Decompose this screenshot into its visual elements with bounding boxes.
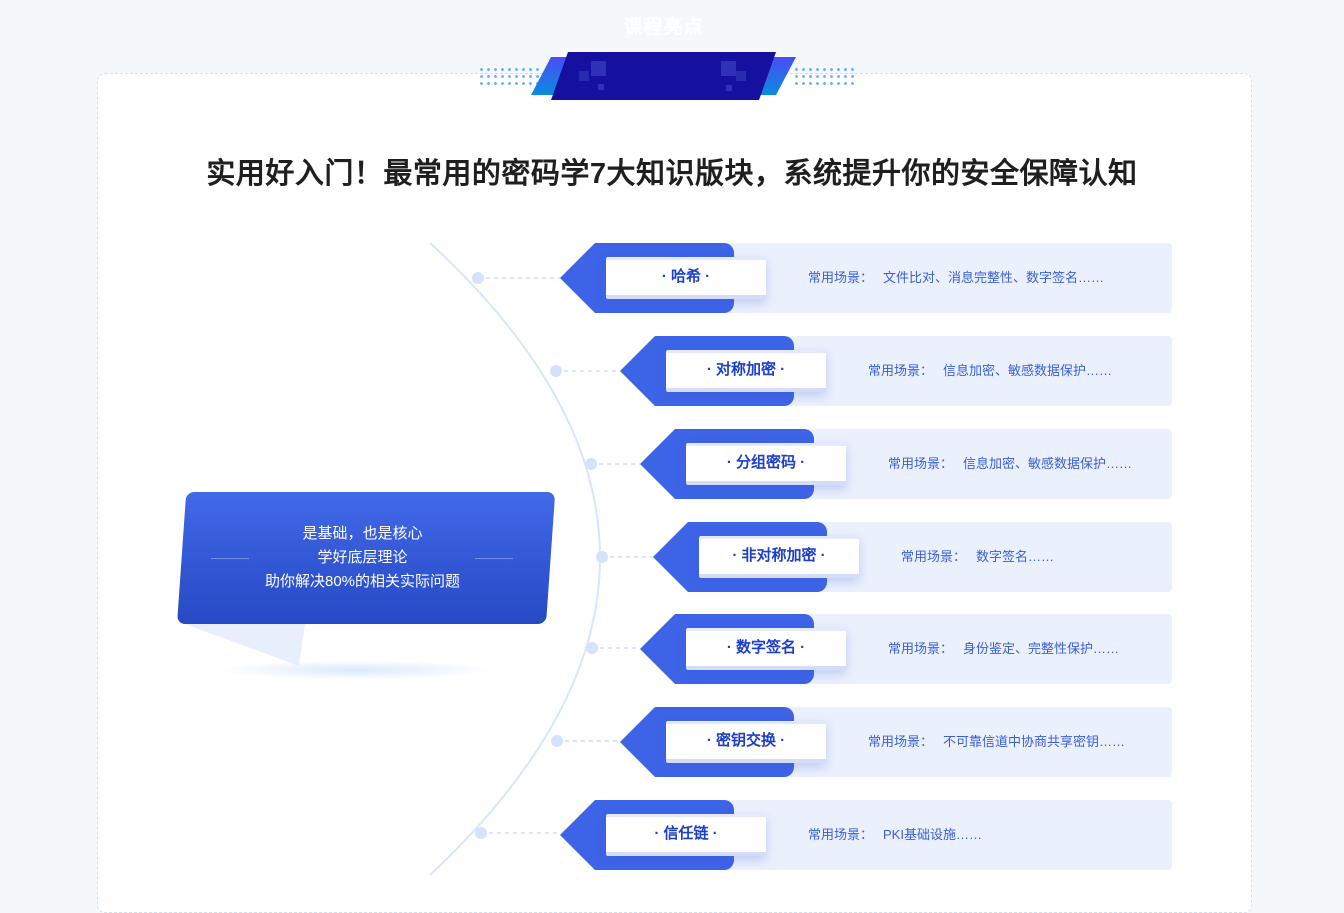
scene-label: 常用场景： bbox=[808, 270, 874, 285]
topic-label: · 信任链 · bbox=[606, 814, 766, 856]
scene-label: 常用场景： bbox=[868, 734, 934, 749]
decor-dots-left bbox=[478, 66, 540, 88]
ground-shadow bbox=[215, 660, 495, 680]
summary-line: 是基础，也是核心 bbox=[302, 525, 423, 542]
topic-row-trust-chain: · 信任链 · 常用场景： PKI基础设施…… bbox=[560, 800, 1172, 870]
scene-label: 常用场景： bbox=[888, 456, 954, 471]
scene-label: 常用场景： bbox=[868, 363, 934, 378]
topic-label: · 密钥交换 · bbox=[666, 721, 826, 763]
scene-label: 常用场景： bbox=[888, 641, 954, 656]
decor-dots-right bbox=[793, 66, 855, 88]
topic-row-hash: · 哈希 · 常用场景： 文件比对、消息完整性、数字签名…… bbox=[560, 243, 1172, 313]
topic-label: · 非对称加密 · bbox=[699, 536, 859, 578]
topic-desc: PKI基础设施…… bbox=[883, 827, 982, 842]
topic-label: · 数字签名 · bbox=[686, 628, 846, 670]
scene-label: 常用场景： bbox=[808, 827, 874, 842]
topic-desc: 信息加密、敏感数据保护…… bbox=[963, 456, 1133, 471]
topic-row-signature: · 数字签名 · 常用场景： 身份鉴定、完整性保护…… bbox=[640, 614, 1172, 684]
summary-line: 学好底层理论 bbox=[317, 549, 408, 566]
topic-desc: 数字签名…… bbox=[976, 549, 1055, 564]
scene-label: 常用场景： bbox=[901, 549, 967, 564]
topic-desc: 文件比对、消息完整性、数字签名…… bbox=[883, 270, 1105, 285]
topic-row-symmetric: · 对称加密 · 常用场景： 信息加密、敏感数据保护…… bbox=[620, 336, 1172, 406]
topic-row-block-cipher: · 分组密码 · 常用场景： 信息加密、敏感数据保护…… bbox=[640, 429, 1172, 499]
topic-desc: 信息加密、敏感数据保护…… bbox=[943, 363, 1113, 378]
topic-label: · 分组密码 · bbox=[686, 443, 846, 485]
badge-banner bbox=[531, 52, 796, 100]
divider bbox=[211, 558, 249, 559]
topic-row-key-exchange: · 密钥交换 · 常用场景： 不可靠信道中协商共享密钥…… bbox=[620, 707, 1172, 777]
topic-desc: 不可靠信道中协商共享密钥…… bbox=[943, 734, 1126, 749]
topic-desc: 身份鉴定、完整性保护…… bbox=[963, 641, 1120, 656]
topic-label: · 对称加密 · bbox=[666, 350, 826, 392]
summary-line: 助你解决80%的相关实际问题 bbox=[264, 573, 461, 590]
page-title: 实用好入门！最常用的密码学7大知识版块，系统提升你的安全保障认知 bbox=[206, 158, 1138, 190]
summary-text: 是基础，也是核心 学好底层理论 助你解决80%的相关实际问题 bbox=[185, 522, 540, 594]
topic-row-asymmetric: · 非对称加密 · 常用场景： 数字签名…… bbox=[653, 522, 1172, 592]
topic-label: · 哈希 · bbox=[606, 257, 766, 299]
divider bbox=[475, 558, 513, 559]
badge-title: 课程亮点 bbox=[623, 17, 704, 38]
